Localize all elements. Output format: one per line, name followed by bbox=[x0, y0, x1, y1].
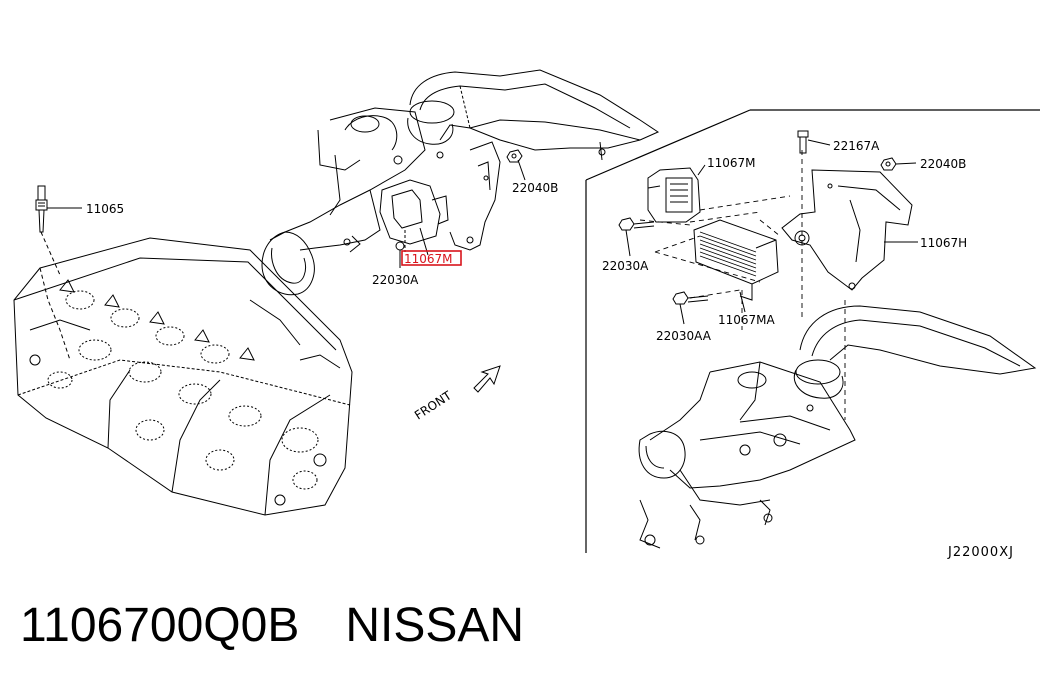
callout-11067m-right: 11067M bbox=[707, 156, 756, 170]
detail-frame bbox=[585, 109, 1040, 553]
front-label: FRONT bbox=[412, 388, 455, 422]
callout-22167a: 22167A bbox=[833, 139, 880, 153]
bolt-22030a-left bbox=[395, 241, 405, 268]
diagram-code: J22000XJ bbox=[947, 545, 1014, 560]
module-11067ma bbox=[693, 219, 779, 313]
right-duct-assembly bbox=[638, 305, 1037, 549]
callout-22040b-top: 22040B bbox=[512, 181, 558, 195]
front-arrow bbox=[473, 365, 501, 393]
brand-name: NISSAN bbox=[345, 599, 525, 652]
part-number: 1106700Q0B bbox=[20, 599, 300, 652]
parts-diagram: 11065 bbox=[13, 69, 1040, 560]
callout-11067h: 11067H bbox=[920, 236, 967, 250]
footer: 1106700Q0B NISSAN bbox=[20, 598, 524, 653]
air-duct-assembly bbox=[261, 69, 660, 296]
nut-22040b-top bbox=[506, 149, 526, 181]
callout-11067m-highlight[interactable]: 11067M bbox=[404, 252, 453, 266]
engine-cylinder-head bbox=[13, 237, 353, 516]
controller-11067m bbox=[647, 164, 706, 223]
callout-11067ma: 11067MA bbox=[718, 313, 776, 327]
bolt-22030aa bbox=[672, 291, 709, 325]
callout-11065: 11065 bbox=[86, 202, 124, 216]
callout-22030aa: 22030AA bbox=[656, 329, 712, 343]
callout-22040b-right: 22040B bbox=[920, 157, 966, 171]
glow-plug bbox=[35, 185, 82, 276]
bolt-22030a-right bbox=[618, 217, 655, 257]
callout-22030a-right: 22030A bbox=[602, 259, 649, 273]
nut-22040b-right bbox=[880, 157, 917, 171]
bolt-22167a bbox=[797, 130, 831, 154]
highlight-box[interactable] bbox=[401, 250, 462, 266]
bracket-11067h bbox=[781, 169, 918, 291]
callout-22030a-left: 22030A bbox=[372, 273, 419, 287]
